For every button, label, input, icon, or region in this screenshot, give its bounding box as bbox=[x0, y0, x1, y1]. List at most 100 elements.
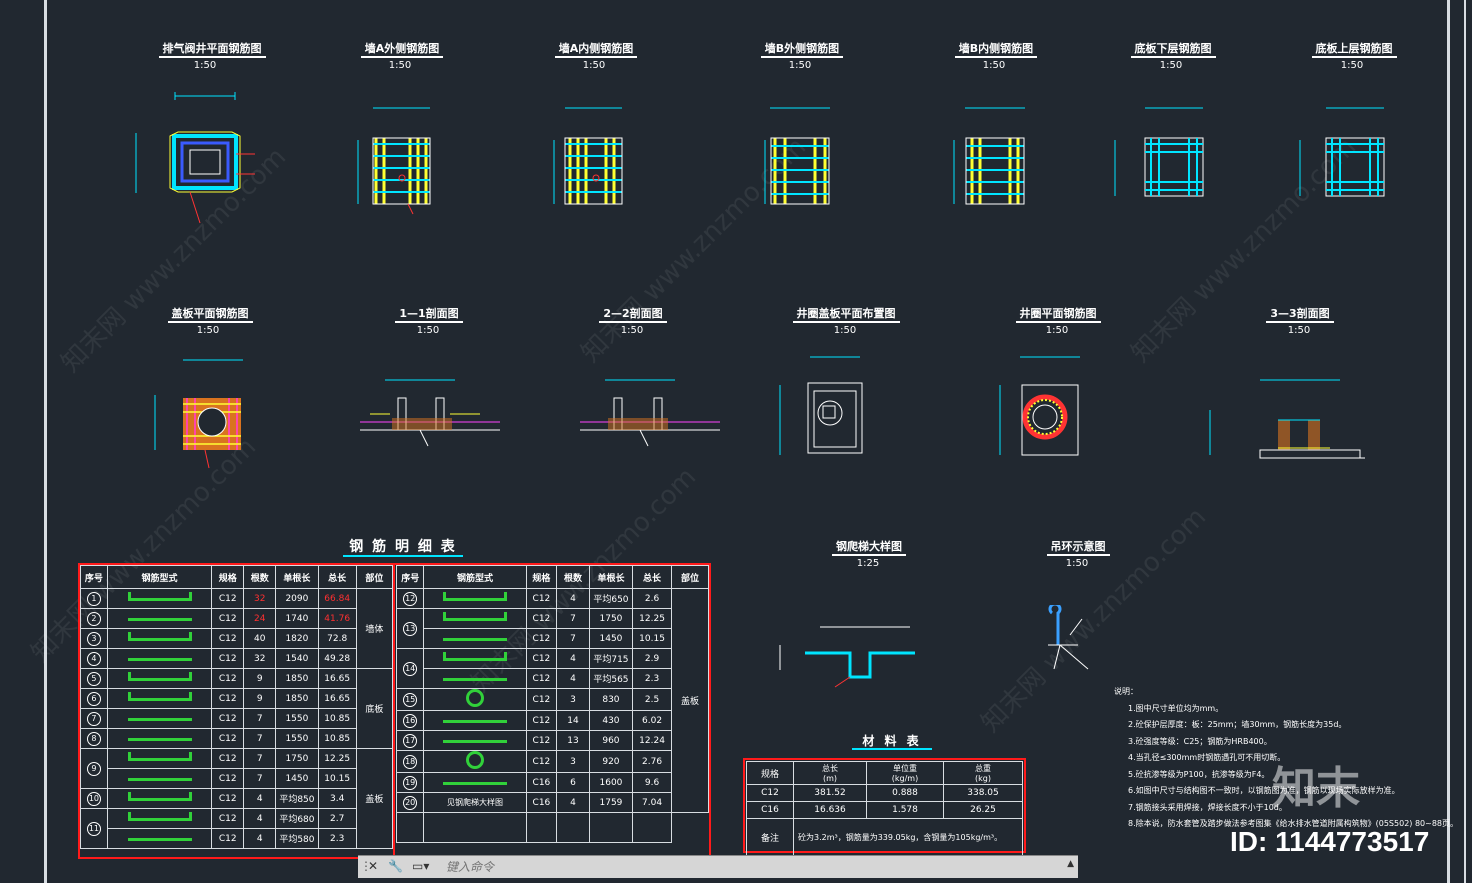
header-cell: 规格 bbox=[746, 761, 794, 785]
rebar-shape-icon bbox=[126, 832, 194, 842]
header-cell: 单根长 bbox=[588, 565, 634, 589]
wrench-icon[interactable]: 🔧 bbox=[388, 859, 403, 873]
header-cell: 钢筋型式 bbox=[423, 565, 527, 589]
wall-b-outer-drawing bbox=[764, 107, 830, 205]
rebar-shape-icon bbox=[126, 652, 194, 662]
drawing-scale: 1:50 bbox=[193, 60, 217, 71]
drawing-title: 排气阀井平面钢筋图 bbox=[147, 40, 277, 58]
close-icon[interactable]: ✕ bbox=[368, 859, 379, 873]
rebar-shape-icon bbox=[441, 632, 509, 642]
plan-rebar-drawing bbox=[135, 92, 255, 224]
drawing-title: 井圈平面钢筋图 bbox=[993, 305, 1123, 323]
header-cell: 单位重 (kg/m) bbox=[866, 761, 944, 785]
header-cell: 规格 bbox=[525, 565, 558, 589]
drawing-scale: 1:50 bbox=[1287, 325, 1311, 336]
header-cell: 总长 bbox=[632, 565, 673, 589]
note-item: 3.砼强度等级：C25；钢筋为HRB400。 bbox=[1128, 736, 1272, 746]
drawing-title: 井圈盖板平面布置图 bbox=[781, 305, 911, 323]
command-prompt-icon[interactable]: ▭▾ bbox=[412, 859, 430, 873]
drawing-title: 吊环示意图 bbox=[1013, 538, 1143, 556]
rebar-shape-icon bbox=[441, 592, 509, 602]
grip-icon[interactable]: ⋮ bbox=[360, 859, 372, 873]
section-1-1-drawing bbox=[360, 379, 500, 447]
rebar-shape-icon bbox=[441, 714, 509, 724]
drawing-title: 底板下层钢筋图 bbox=[1108, 40, 1238, 58]
rebar-shape-icon bbox=[126, 692, 194, 702]
header-cell: 单根长 bbox=[275, 565, 319, 589]
drawing-scale: 1:50 bbox=[1065, 558, 1089, 569]
resource-id: ID: 1144773517 bbox=[1230, 826, 1430, 857]
header-cell: 根数 bbox=[556, 565, 590, 589]
header-cell: 部位 bbox=[355, 565, 394, 589]
drawing-scale: 1:50 bbox=[620, 325, 644, 336]
note-item: 2.砼保护层厚度：板：25mm；墙30mm，钢筋长度为35d。 bbox=[1128, 720, 1347, 729]
lifting-ring-drawing bbox=[1048, 605, 1089, 670]
table-row bbox=[395, 812, 709, 843]
header-cell: 部位 bbox=[671, 565, 709, 589]
wall-a-inner-drawing bbox=[553, 107, 623, 205]
drawing-title: 墙A外侧钢筋图 bbox=[337, 40, 467, 58]
base-lower-drawing bbox=[1114, 107, 1204, 197]
table-header-row: 序号 钢筋型式 规格 根数 单根长 总长 部位 bbox=[395, 565, 709, 589]
header-cell: 总重 (kg) bbox=[943, 761, 1023, 785]
rebar-ring-icon bbox=[466, 689, 484, 707]
note-item: 8.除本说，防水套管及踏步做法参考图集《给水排水管道附属构筑物》(05S502)… bbox=[1128, 819, 1459, 828]
header-cell: 根数 bbox=[243, 565, 277, 589]
note-item: 7.钢筋接头采用焊接，焊接长度不小于10d。 bbox=[1128, 802, 1287, 812]
cover-rebar-drawing bbox=[154, 359, 243, 469]
frame-right-line-2 bbox=[1464, 0, 1466, 883]
rebar-shape-icon bbox=[126, 672, 194, 682]
rebar-ring-icon bbox=[466, 751, 484, 769]
drawing-scale: 1:25 bbox=[856, 558, 880, 569]
rebar-shape-icon bbox=[441, 612, 509, 622]
drawing-title: 钢爬梯大样图 bbox=[804, 538, 934, 556]
rebar-shape-icon bbox=[126, 812, 194, 822]
rebar-shape-icon bbox=[441, 652, 509, 662]
rebar-shape-icon bbox=[441, 734, 509, 744]
drawing-scale: 1:50 bbox=[833, 325, 857, 336]
drawing-scale: 1:50 bbox=[1340, 60, 1364, 71]
command-input[interactable] bbox=[444, 858, 1068, 876]
rebar-shape-icon bbox=[126, 792, 194, 802]
drawing-title: 3—3剖面图 bbox=[1235, 305, 1365, 323]
note-item: 4.当孔径≤300mm时钢筋遇孔可不用切断。 bbox=[1128, 753, 1286, 762]
notes: 说明： 1.图中尺寸单位均为mm。 2.砼保护层厚度：板：25mm；墙30mm，… bbox=[1114, 684, 1459, 833]
wall-a-outer-drawing bbox=[357, 107, 431, 215]
header-cell: 序号 bbox=[80, 565, 108, 589]
drawing-scale: 1:50 bbox=[416, 325, 440, 336]
drawing-title: 墙A内侧钢筋图 bbox=[531, 40, 661, 58]
drawing-scale: 1:50 bbox=[788, 60, 812, 71]
rebar-shape-icon bbox=[126, 772, 194, 782]
rebar-shape-icon bbox=[126, 752, 194, 762]
notes-heading: 说明： bbox=[1114, 687, 1138, 696]
header-cell: 总长 bbox=[317, 565, 357, 589]
frame-right-line bbox=[1447, 0, 1450, 883]
brand-logo: 知末 bbox=[1272, 763, 1360, 814]
drawing-title: 墙B外侧钢筋图 bbox=[737, 40, 867, 58]
table-header-row: 规格 总长 (m) 单位重 (kg/m) 总重 (kg) bbox=[746, 761, 1023, 785]
header-cell: 总长 (m) bbox=[793, 761, 867, 785]
drawing-title: 2—2剖面图 bbox=[568, 305, 698, 323]
chevron-up-icon[interactable]: ▲ bbox=[1067, 859, 1074, 869]
ladder-detail-drawing bbox=[779, 626, 915, 688]
table-row: 备注砼为3.2m³，钢筋量为339.05kg，含钢量为105kg/m³。 bbox=[746, 818, 1023, 856]
header-cell: 序号 bbox=[395, 565, 425, 589]
base-upper-drawing bbox=[1299, 107, 1385, 197]
section-2-2-drawing bbox=[580, 379, 720, 447]
drawing-title: 盖板平面钢筋图 bbox=[145, 305, 275, 323]
